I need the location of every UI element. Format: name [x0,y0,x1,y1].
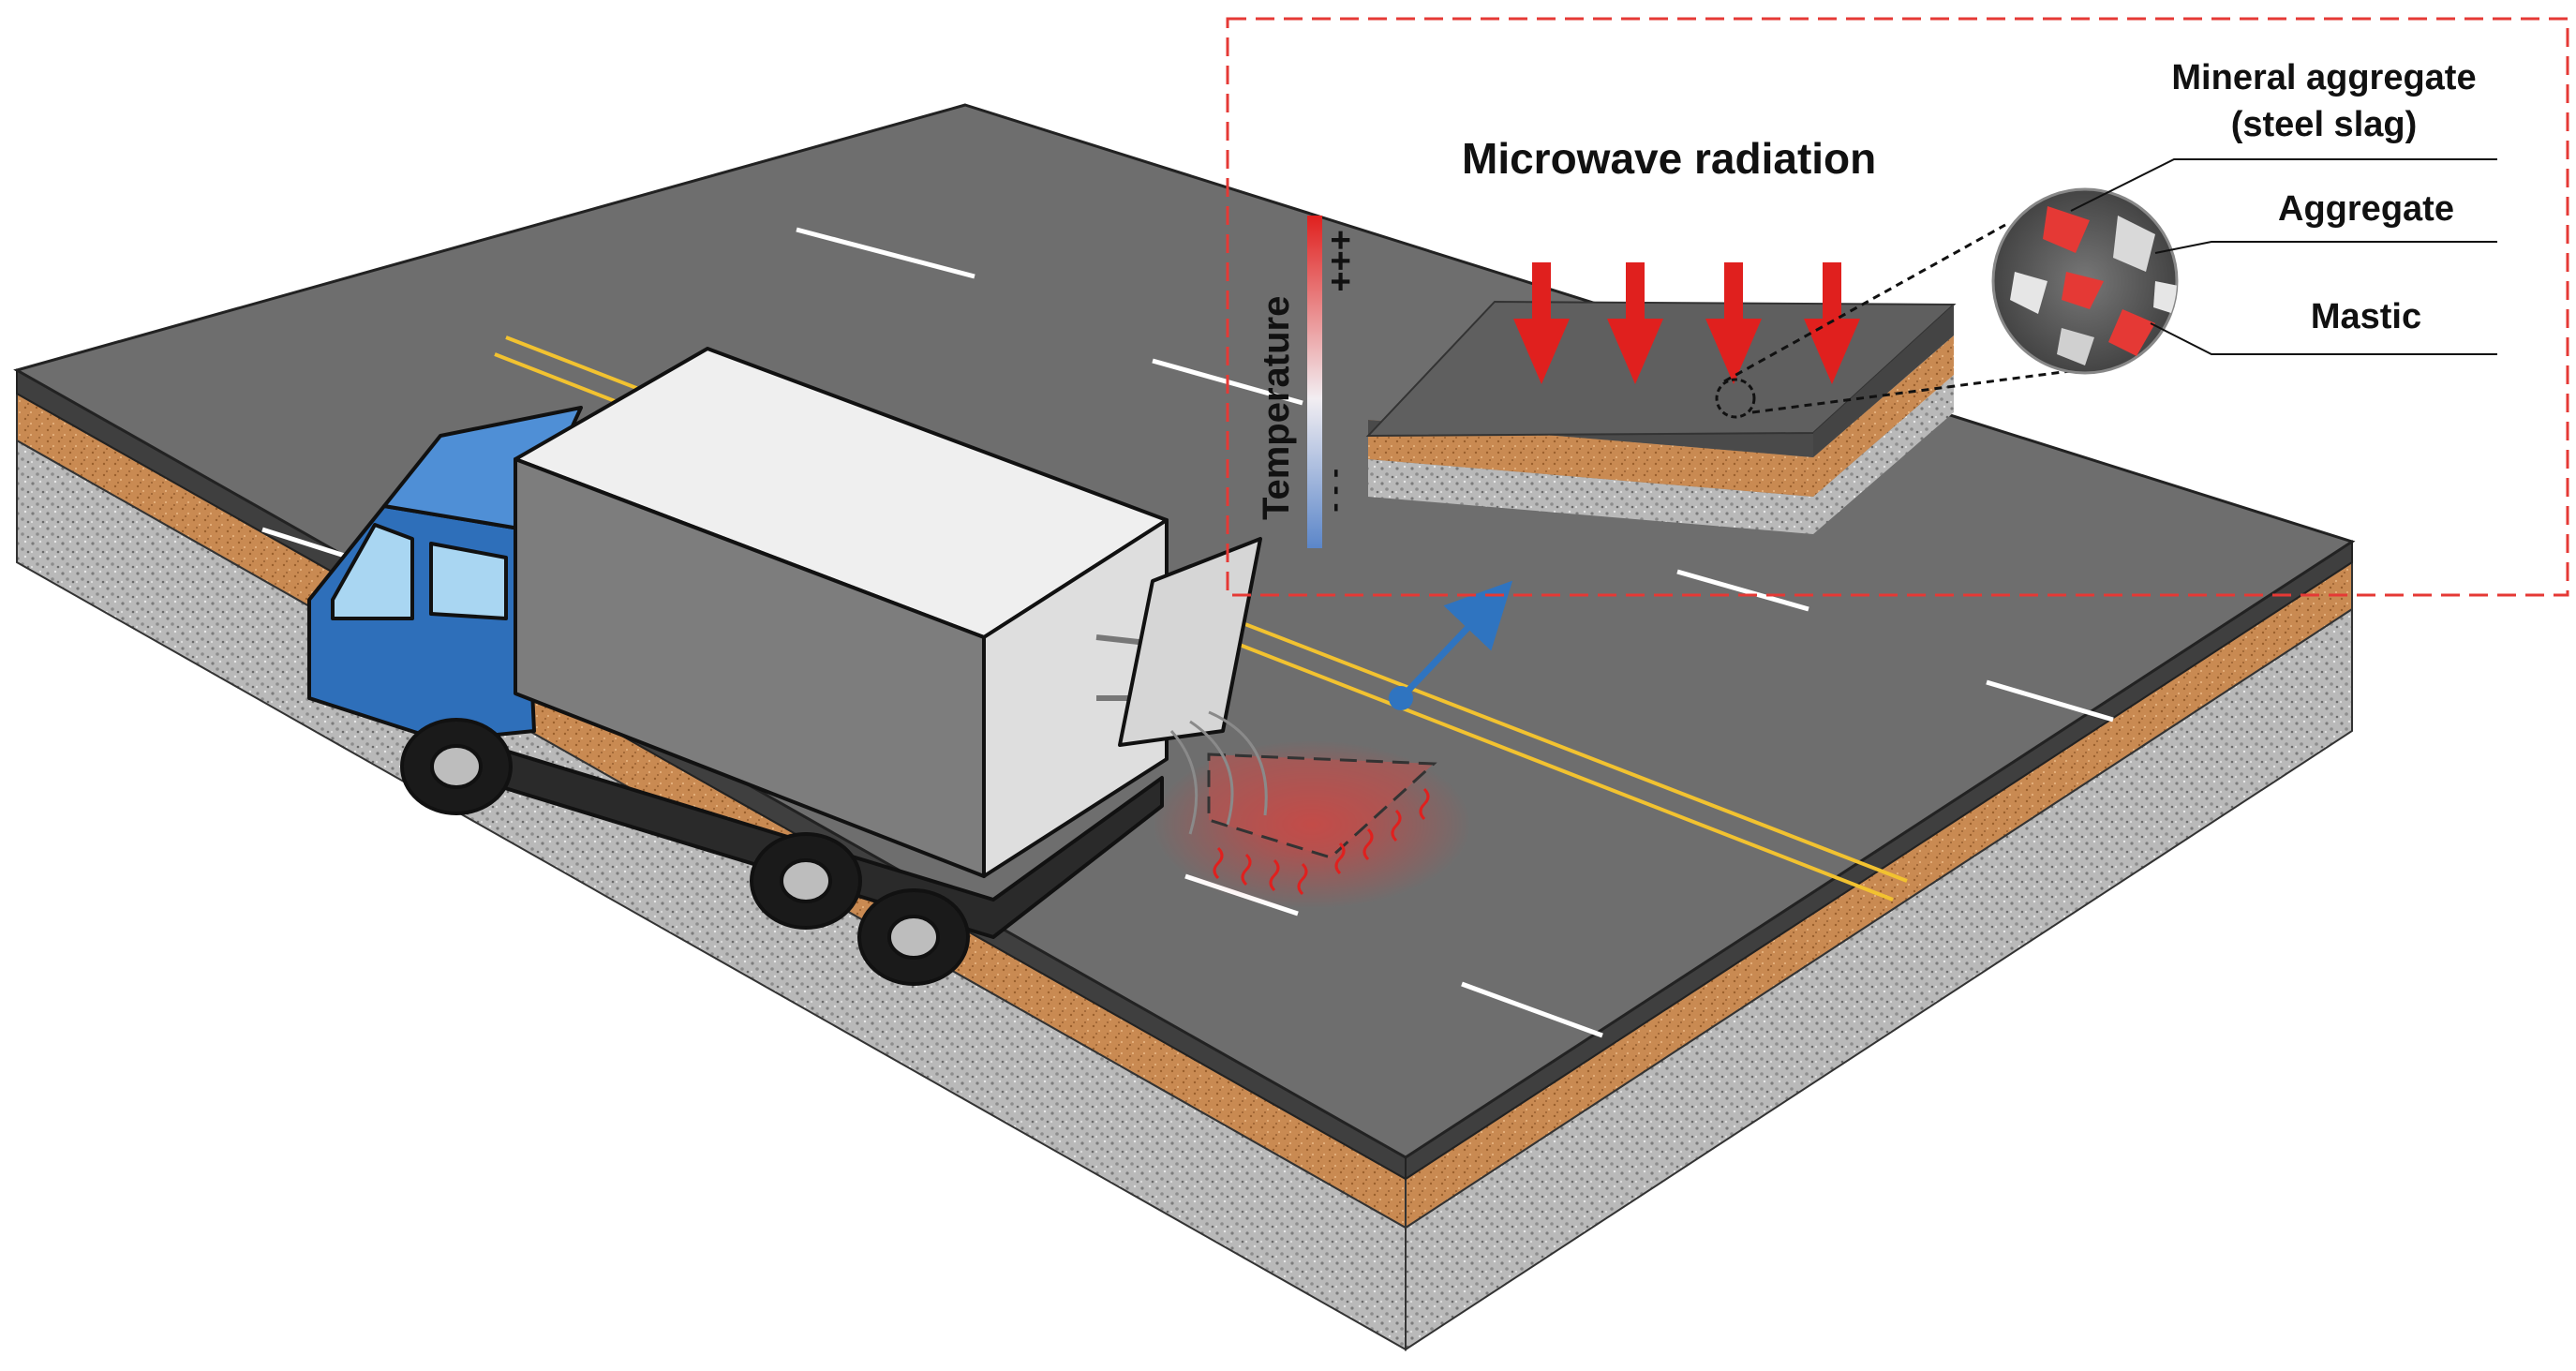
leader-mineral [2070,158,2497,212]
magnifier-line [1723,223,2006,383]
microwave-arrow [1513,262,1570,384]
microwave-arrows [1513,262,1860,384]
aggregate-grain [2010,272,2047,314]
sample-base-right [1813,335,1954,497]
sample-subbase-front [1368,459,1813,534]
microwave-arrow [1804,262,1860,384]
microwave-arrow [1607,262,1663,384]
sample-base-front [1368,420,1813,497]
sample-asphalt-side [1813,305,1954,457]
heated-patch [1153,740,1471,909]
aggregate-grain [2057,328,2094,365]
steel-slag-grain [2062,272,2104,309]
inset-dashed-border [1226,17,2569,597]
temperature-scale-bar [1307,216,1322,548]
temp-high-marker: +++ [1320,230,1360,292]
steel-slag-grain [2043,206,2090,253]
truck-cab-side-window [429,542,508,620]
emission-beams [1169,710,1268,835]
temp-low-marker: - - - [1322,469,1353,513]
sample-subbase-right [1813,375,1954,534]
heat-waves [1213,787,1430,896]
mineral-aggregate-label: Mineral aggregate [2171,58,2476,97]
zoom-pointer-arrow [1389,580,1513,710]
cargo-box-rear-face [982,518,1169,878]
microwave-emitter-panel [1118,537,1262,747]
microwave-radiation-label: Microwave radiation [1462,134,1876,183]
microwave-arrow [1705,262,1762,384]
steel-slag-label: (steel slag) [2231,105,2418,144]
microstructure-circle [1991,187,2179,375]
microwave-truck [307,347,1268,986]
sample-focus-circle [1715,378,1756,419]
aggregate-grain [2113,216,2155,272]
steel-slag-grain [2108,309,2155,356]
mastic-label: Mastic [2311,297,2421,336]
inset-panel: Temperature +++ - - - Microwave radiatio… [1226,17,2569,597]
leader-mastic [2150,322,2497,355]
magnifier-line [1751,365,2100,414]
temperature-label: Temperature [1256,296,1297,520]
aggregate-grain [2153,281,2177,314]
truck-cab-window [331,523,414,620]
leader-aggregate [2154,241,2497,254]
aggregate-label: Aggregate [2278,189,2454,229]
truck-wheels [400,718,970,986]
